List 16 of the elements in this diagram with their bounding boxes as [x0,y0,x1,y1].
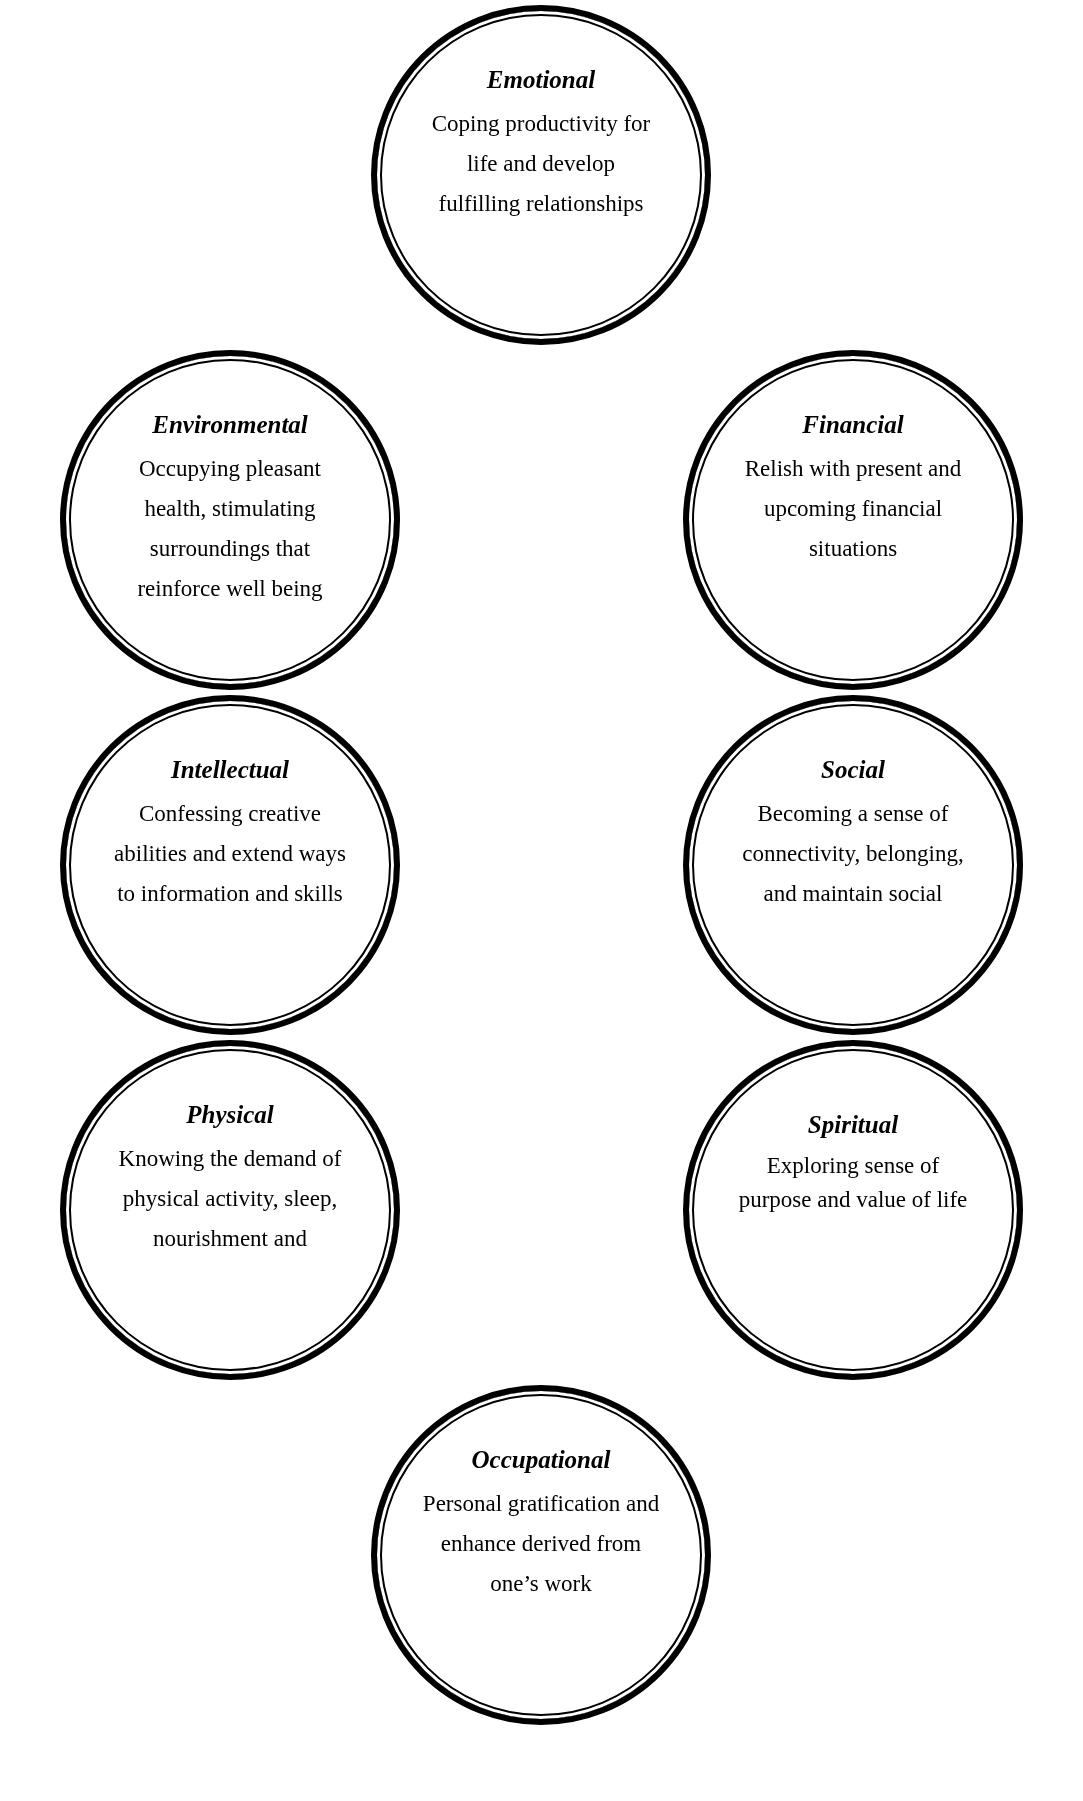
circle-description: Becoming a sense of connectivity, belonging, and maintain social [741,800,965,908]
circle-heading: Financial [801,411,905,439]
circle-heading: Physical [185,1101,275,1129]
circle-heading: Social [820,756,886,784]
circle-heading: Environmental [151,411,309,439]
circle-description: Exploring sense of purpose and value of life [738,1152,968,1214]
circle-description: Coping productivity for life and develop fulfilling relationships [430,110,652,218]
circle-heading: Occupational [470,1446,612,1474]
circle-heading: Spiritual [806,1111,900,1139]
circle-description: Confessing creative abilities and extend ways to information and skills [113,800,347,908]
circle-description: Relish with present and upcoming financial situations [743,455,963,563]
circle-description: Occupying pleasant health, stimulating surroundings that reinforce well being [136,455,324,603]
circle-heading: Emotional [485,66,597,94]
circle-description: Knowing the demand of physical activity, sleep, nourishment and [117,1145,343,1253]
circle-heading: Intellectual [169,756,291,784]
circle-description: Personal gratification and enhance derived from one’s work [421,1490,661,1598]
